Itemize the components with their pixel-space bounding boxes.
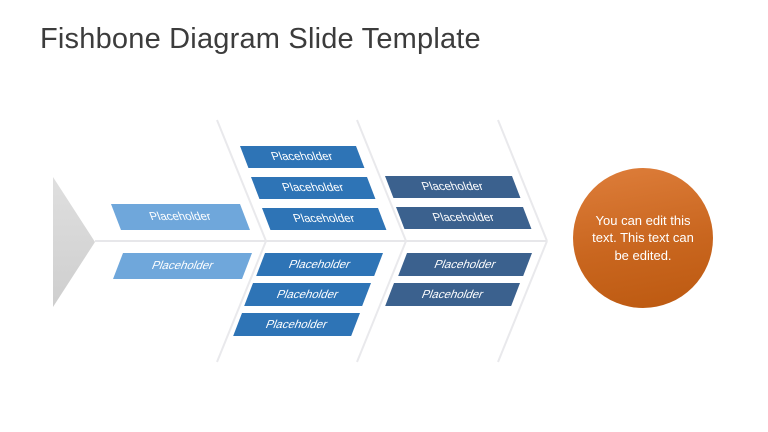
placeholder-bar-g1-above-2[interactable]: Placeholder — [251, 177, 376, 199]
placeholder-bar-g2-above-2[interactable]: Placeholder — [396, 207, 532, 229]
placeholder-bar-g1-below-1[interactable]: Placeholder — [256, 253, 383, 276]
effect-text-line-3: be edited. — [614, 247, 672, 263]
bone-line-2-above — [356, 119, 407, 242]
bone-line-1-below — [216, 240, 267, 363]
slide-title: Fishbone Diagram Slide Template — [40, 23, 481, 55]
placeholder-bar-g2-below-2[interactable]: Placeholder — [385, 283, 520, 306]
bone-line-3-below — [497, 240, 548, 363]
bone-line-1-above — [216, 119, 267, 242]
bone-line-2-below — [356, 240, 407, 363]
placeholder-bar-g1-below-3[interactable]: Placeholder — [233, 313, 360, 336]
placeholder-bar-g1-below-2[interactable]: Placeholder — [244, 283, 371, 306]
effect-circle-text: You can edit this text. This text can be… — [583, 212, 703, 265]
effect-circle[interactable]: You can edit this text. This text can be… — [573, 168, 713, 308]
effect-text-line-1: You can edit this — [595, 212, 691, 228]
bone-line-3-above — [497, 119, 548, 242]
placeholder-bar-g2-above-1[interactable]: Placeholder — [385, 176, 521, 198]
placeholder-bar-g1-above-1[interactable]: Placeholder — [240, 146, 365, 168]
tail-arrow[interactable] — [53, 177, 95, 307]
placeholder-bar-spine-bottom[interactable]: Placeholder — [113, 253, 253, 279]
placeholder-bar-spine-top[interactable]: Placeholder — [111, 204, 250, 230]
placeholder-bar-g2-below-1[interactable]: Placeholder — [398, 253, 532, 276]
placeholder-bar-g1-above-3[interactable]: Placeholder — [262, 208, 387, 230]
effect-text-line-2: text. This text can — [592, 230, 694, 246]
